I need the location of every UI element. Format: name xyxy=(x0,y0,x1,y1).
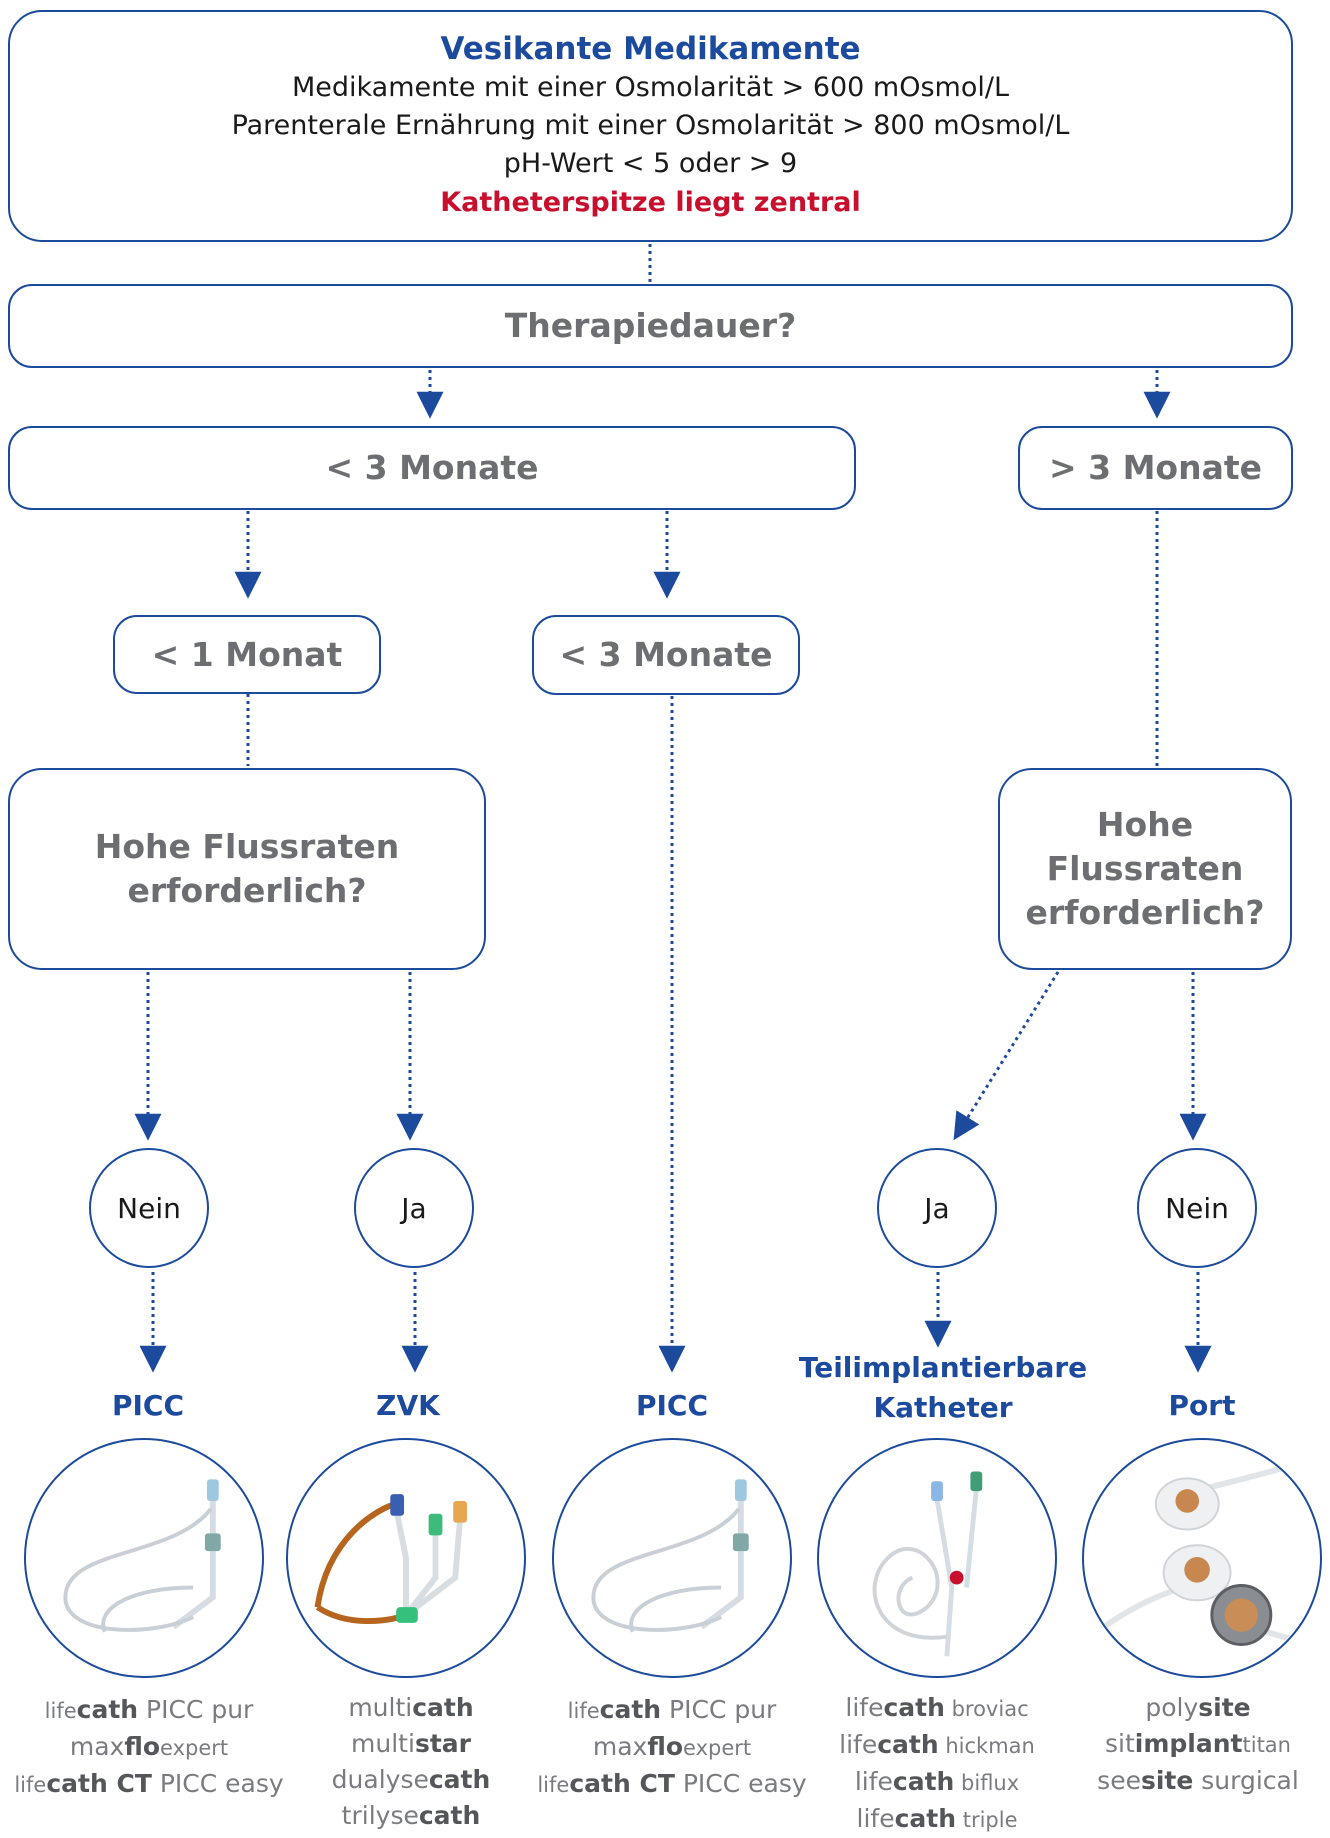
product-item: lifecath CT PICC easy xyxy=(537,1769,807,1798)
result-port: Port xyxy=(1168,1389,1236,1422)
flow-question-left-line1: Hohe Flussraten xyxy=(94,827,400,866)
result-partially-implantable-line2: Katheter xyxy=(873,1391,1013,1424)
answer-yes-left: Ja xyxy=(354,1148,474,1268)
product-item: multicath xyxy=(348,1693,474,1722)
result-zvk: ZVK xyxy=(376,1389,440,1422)
result-partially-implantable-line1: Teilimplantierbare xyxy=(798,1351,1088,1384)
product-list-port: polysite sitimplanttitan seesite surgica… xyxy=(1070,1690,1326,1799)
sub-less-1-month: < 1 Monat xyxy=(113,615,381,694)
vesicant-criteria-box: Vesikante Medikamente Medikamente mit ei… xyxy=(8,10,1293,242)
port-image xyxy=(1082,1438,1322,1678)
product-list-partially-implantable: lifecath broviac lifecath hickman lifeca… xyxy=(812,1690,1062,1838)
product-item: lifecath hickman xyxy=(839,1730,1035,1759)
product-item: lifecath PICC pur xyxy=(44,1695,254,1724)
product-item: trilysecath xyxy=(341,1801,481,1830)
product-item: multistar xyxy=(351,1729,471,1758)
vesicant-title: Vesikante Medikamente xyxy=(440,31,861,67)
sub-less-3-label: < 3 Monate xyxy=(559,635,773,674)
product-item: seesite surgical xyxy=(1097,1766,1299,1795)
zvk-catheter-image xyxy=(286,1438,526,1678)
result-partially-implantable: Teilimplantierbare Katheter xyxy=(783,1348,1103,1428)
answer-yes-right: Ja xyxy=(877,1148,997,1268)
flow-question-right: Hohe Flussraten erforderlich? xyxy=(998,768,1292,970)
picc-catheter-image-left xyxy=(24,1438,264,1678)
result-picc-left: PICC xyxy=(111,1389,185,1422)
sub-less-1-label: < 1 Monat xyxy=(151,634,343,674)
flow-question-left: Hohe Flussraten erforderlich? xyxy=(8,768,486,970)
flow-question-right-line2: erforderlich? xyxy=(1025,893,1265,932)
therapy-duration-question: Therapiedauer? xyxy=(8,284,1293,368)
product-item: lifecath broviac xyxy=(845,1693,1029,1722)
answer-no-left: Nein xyxy=(89,1148,209,1268)
flow-question-left-line2: erforderlich? xyxy=(127,871,367,910)
product-item: dualysecath xyxy=(331,1765,491,1794)
catheter-tip-note: Katheterspitze liegt zentral xyxy=(440,187,861,218)
branch-long-term: > 3 Monate xyxy=(1018,426,1293,510)
product-item: maxfloexpert xyxy=(592,1732,752,1761)
partially-implantable-catheter-image xyxy=(817,1438,1057,1678)
criteria-ph: pH-Wert < 5 oder > 9 xyxy=(503,148,798,179)
product-item: lifecath biflux xyxy=(854,1767,1020,1796)
criteria-parenteral: Parenterale Ernährung mit einer Osmolari… xyxy=(231,110,1070,141)
product-item: sitimplanttitan xyxy=(1105,1729,1291,1758)
picc-catheter-image-middle xyxy=(552,1438,792,1678)
product-item: lifecath triple xyxy=(856,1804,1018,1833)
product-item: lifecath CT PICC easy xyxy=(14,1769,284,1798)
result-picc-middle: PICC xyxy=(635,1389,709,1422)
product-item: maxfloexpert xyxy=(69,1732,229,1761)
branch-short-term: < 3 Monate xyxy=(8,426,856,510)
criteria-osmolarity: Medikamente mit einer Osmolarität > 600 … xyxy=(291,72,1010,103)
product-item: polysite xyxy=(1145,1693,1251,1722)
flow-question-right-line1: Hohe Flussraten xyxy=(1046,805,1244,888)
branch-long-label: > 3 Monate xyxy=(1048,448,1263,487)
sub-less-3-months: < 3 Monate xyxy=(532,615,800,695)
product-list-picc-middle: lifecath PICC pur maxfloexpert lifecath … xyxy=(537,1692,807,1803)
therapy-duration-label: Therapiedauer? xyxy=(504,306,797,345)
answer-no-right: Nein xyxy=(1137,1148,1257,1268)
product-list-picc-left: lifecath PICC pur maxfloexpert lifecath … xyxy=(14,1692,284,1803)
product-item: lifecath PICC pur xyxy=(567,1695,777,1724)
branch-short-label: < 3 Monate xyxy=(325,448,539,487)
product-list-zvk: multicath multistar dualysecath trilysec… xyxy=(286,1690,536,1834)
